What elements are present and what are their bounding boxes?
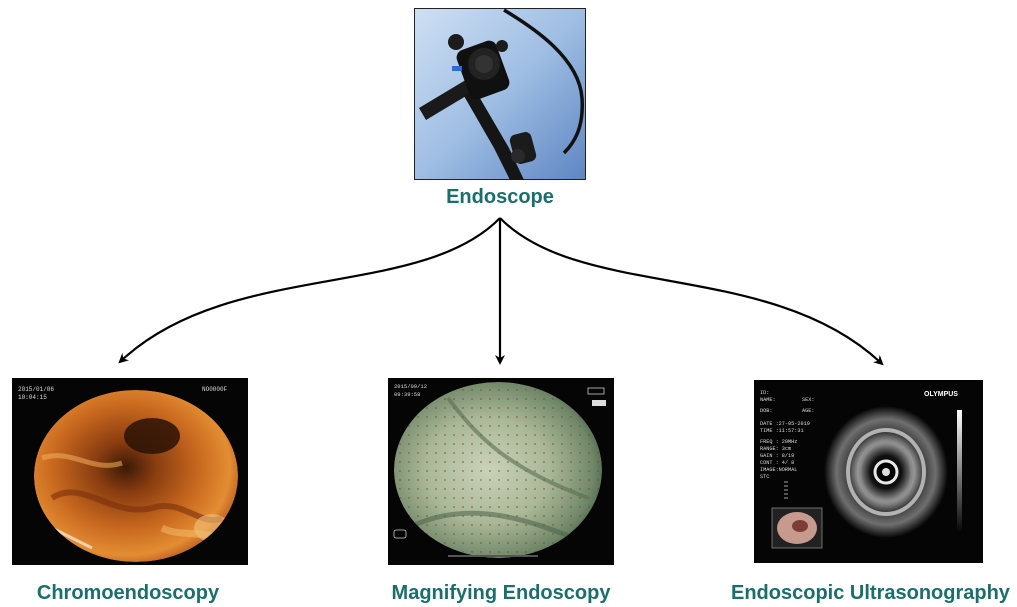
ultrasonography-image: OLYMPUS ID: NAME: DOB: DATE :27-05-2019 … (754, 380, 983, 563)
chromoendoscopy-image: 2015/01/06 10:04:15 NO0000F (12, 378, 248, 565)
us-overlay-line: ID: (760, 390, 769, 396)
endoscope-photo (414, 8, 586, 180)
olympus-brand: OLYMPUS (924, 391, 958, 398)
us-overlay-line: DOB: (760, 408, 772, 414)
magnifying-endoscopy-label: Magnifying Endoscopy (371, 582, 631, 605)
chromo-overlay-time: 10:04:15 (18, 394, 47, 401)
magnify-overlay-time: 09:39:58 (394, 391, 420, 398)
us-overlay-line: RANGE: 3cm (760, 446, 791, 452)
chromoendoscopy-label: Chromoendoscopy (0, 582, 256, 605)
arrow-to-endoscopic-ultrasonography (500, 218, 880, 362)
us-overlay-line: DATE :27-05-2019 (760, 421, 810, 427)
chromo-overlay-id: NO0000F (202, 386, 228, 393)
us-overlay-line: STC (760, 474, 769, 480)
us-overlay-line: FREQ : 20MHz (760, 439, 797, 445)
arrow-to-chromoendoscopy (122, 218, 500, 360)
magnify-overlay-date: 2015/09/12 (394, 383, 427, 390)
us-overlay-line: GAIN : 8/19 (760, 453, 794, 459)
us-overlay-line: IMAGE:NORMAL (760, 467, 797, 473)
us-overlay-line: CONT : 4/ 8 (760, 460, 794, 466)
us-overlay-age: AGE: (802, 408, 814, 414)
us-overlay-line: TIME :11:57:31 (760, 428, 804, 434)
us-overlay-line: NAME: (760, 397, 776, 403)
us-overlay-sex: SEX: (802, 397, 814, 403)
endoscopic-ultrasonography-label: Endoscopic Ultrasonography (731, 582, 1007, 605)
endoscope-label: Endoscope (414, 186, 586, 209)
magnifying-endoscopy-image: 2015/09/12 09:39:58 (388, 378, 614, 565)
chromo-overlay-date: 2015/01/06 (18, 386, 54, 393)
